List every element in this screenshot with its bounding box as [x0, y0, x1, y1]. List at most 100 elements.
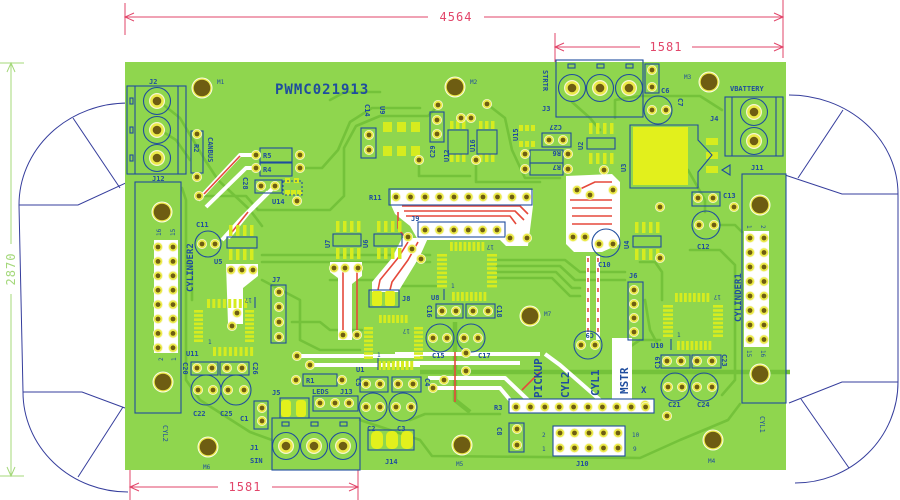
drill-hole [473, 157, 479, 163]
ref-r5: R5 [263, 152, 271, 160]
c9-outline [573, 330, 603, 360]
ref-j1: J1 [250, 444, 258, 452]
smd-pad [479, 292, 482, 301]
ref-u10: U10 [651, 342, 664, 350]
smd-pad [681, 341, 685, 350]
drill-hole [747, 308, 753, 313]
trace [417, 158, 472, 178]
pcb-board [125, 62, 786, 470]
trace [495, 258, 627, 274]
ref-j12: J12 [152, 175, 165, 183]
smd-pad [642, 222, 646, 233]
drill-hole [749, 136, 759, 146]
drill-hole [239, 365, 245, 371]
smd-pad [695, 341, 698, 350]
drill-hole [224, 365, 230, 371]
smd-pad [481, 242, 485, 251]
ref-u15: U15 [512, 128, 520, 141]
clearance-line [220, 190, 270, 242]
drill-hole [331, 265, 337, 271]
drill-hole [601, 430, 606, 436]
connector-name-cylinder1: CYLINDER1 [734, 273, 744, 322]
ref-u12: U12 [443, 149, 451, 162]
drill-hole [761, 235, 767, 241]
drill-hole [649, 107, 655, 113]
smd-pad [487, 284, 497, 288]
trace [686, 168, 707, 214]
smd-pad [228, 299, 232, 308]
smd-pad [663, 334, 673, 337]
c14-outline [360, 127, 377, 159]
mounting-hole-icon [521, 307, 539, 325]
pin1-marker: 1 [208, 339, 212, 346]
mounting-hole-icon [153, 203, 171, 221]
smd-pad [470, 292, 473, 301]
smd-pad [245, 318, 254, 321]
drill-hole [437, 227, 442, 233]
trace [358, 402, 742, 460]
smd-pad [245, 322, 254, 326]
arrow-right-icon [773, 42, 785, 52]
drill-hole [155, 273, 161, 279]
drill-hole [747, 279, 753, 284]
smd-pad [635, 222, 639, 233]
smd-pad [194, 331, 203, 334]
trace [158, 128, 192, 162]
bottom-layer-traces [203, 155, 612, 402]
drill-hole [434, 117, 440, 123]
smd-pad [461, 292, 464, 301]
ref-j2: J2 [149, 78, 157, 86]
drill-hole [557, 445, 563, 451]
ref-c9: C9 [586, 331, 594, 339]
ref-u5: U5 [214, 258, 222, 266]
u5-outline [226, 236, 258, 249]
drill-hole [696, 222, 702, 228]
smd-pad [194, 318, 203, 321]
drill-hole [710, 195, 716, 201]
smd-pad [487, 267, 497, 270]
drill-hole [437, 194, 442, 200]
drill-hole [678, 358, 684, 364]
drill-hole [234, 310, 240, 316]
smd-pad [468, 242, 471, 251]
smd-pad [437, 267, 447, 270]
drill-hole [259, 405, 265, 411]
smd-pad [491, 154, 495, 162]
net-label-cyl2: CYL2 [559, 372, 572, 399]
smd-pad [649, 222, 653, 233]
arrow-left-icon [553, 42, 565, 52]
ref-j6: J6 [629, 272, 637, 280]
ref-r7: R7 [553, 163, 561, 171]
j13-outline [312, 395, 359, 412]
dimension-top-connector-span: 1581 [553, 30, 785, 62]
drill-hole [339, 377, 345, 383]
c29-outline [429, 111, 445, 143]
ref-u4: U4 [623, 241, 631, 249]
smd-pad [336, 248, 340, 259]
smd-pad [603, 153, 607, 164]
drill-hole [614, 404, 620, 410]
ref-j7: J7 [272, 276, 280, 284]
smd-pad [229, 249, 233, 260]
c21-outline [660, 372, 690, 402]
pin-label: 16 [759, 350, 766, 358]
drill-hole [434, 131, 440, 137]
drill-hole [408, 404, 414, 410]
mounting-holes [151, 71, 771, 458]
c3-outline [388, 392, 418, 422]
drill-hole [363, 404, 369, 410]
drill-hole [241, 387, 247, 393]
j11-outline [741, 173, 787, 404]
drill-hole [309, 441, 319, 451]
mounting-hole-icon [751, 196, 769, 214]
trace [688, 248, 737, 397]
smd-pad [487, 254, 497, 257]
drill-hole [664, 358, 670, 364]
silk-notch [129, 126, 134, 134]
drill-hole [155, 316, 161, 322]
drill-hole [761, 250, 767, 255]
j4-outline [724, 96, 784, 157]
pin17-marker: 17 [244, 296, 252, 303]
drill-hole [152, 125, 162, 135]
drill-hole [225, 387, 231, 393]
